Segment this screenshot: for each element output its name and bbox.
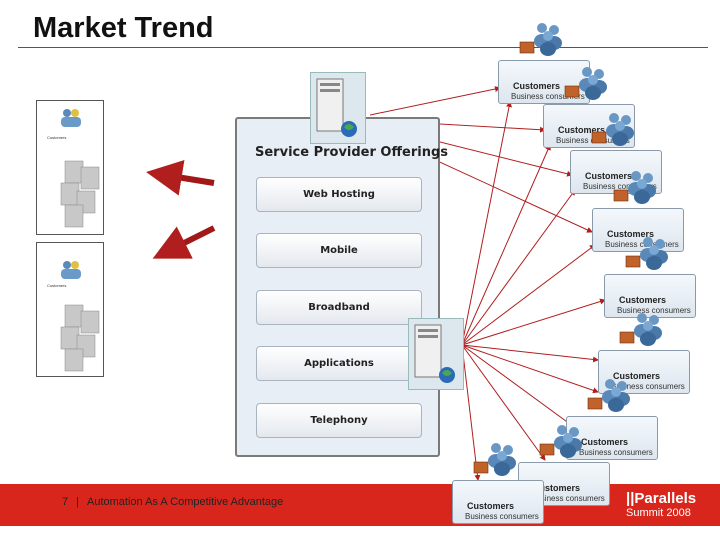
brand-name: ||Parallels xyxy=(626,490,697,507)
people-briefcase-icon xyxy=(519,23,562,56)
offering-applications: Applications xyxy=(256,346,422,381)
customer-card-subtitle: Business consumers xyxy=(611,382,685,391)
server-graphic xyxy=(414,324,455,383)
connector-line xyxy=(461,344,599,363)
customer-card-title: Customers xyxy=(613,371,661,381)
people-briefcase-icon xyxy=(613,171,656,204)
customer-card-subtitle: Business consumers xyxy=(511,92,585,101)
brand-logo: ||Parallels Summit 2008 xyxy=(626,490,696,519)
customer-card: Customers Business consumers xyxy=(452,480,544,524)
customer-card-title: Customers xyxy=(513,81,561,91)
customer-card: Customers Business consumers xyxy=(592,208,684,252)
arrow-left-lower xyxy=(152,225,216,259)
server-icon xyxy=(310,72,366,144)
customer-card: Customers Business consumers xyxy=(598,350,690,394)
arrow-left-upper xyxy=(146,160,215,196)
people-briefcase-icon xyxy=(587,379,630,412)
title-divider xyxy=(18,47,708,48)
page-number: 7 xyxy=(62,496,69,508)
customer-card: Customers Business consumers xyxy=(604,274,696,318)
customer-card-subtitle: Business consumers xyxy=(531,494,605,503)
customer-card-subtitle: Business consumers xyxy=(579,448,653,457)
customer-card-title: Customers xyxy=(558,125,606,135)
customer-card-subtitle: Business consumers xyxy=(465,512,539,521)
customer-card-subtitle: Business consumers xyxy=(617,306,691,315)
offering-mobile: Mobile xyxy=(256,233,422,268)
people-briefcase-icon xyxy=(539,425,582,458)
footer-title: Automation As A Competitive Advantage xyxy=(86,496,284,508)
thumbnail-label: Customers xyxy=(47,135,67,140)
offering-telephony: Telephony xyxy=(256,403,422,438)
customer-card-title: Customers xyxy=(467,501,515,511)
connector-line xyxy=(461,101,512,346)
people-briefcase-icon xyxy=(619,313,662,346)
server-icon xyxy=(408,318,464,390)
panel-title: Service Provider Offerings xyxy=(255,145,448,160)
connector-line xyxy=(461,144,551,346)
customer-thumbnail: Customers xyxy=(36,242,104,377)
thumbnail-label: Customers xyxy=(47,283,67,288)
page-title: Market Trend xyxy=(33,12,214,44)
connector-line xyxy=(461,189,576,346)
customer-card-subtitle: Business consumers xyxy=(583,182,657,191)
customer-card-title: Customers xyxy=(619,295,667,305)
customer-card-title: Customers xyxy=(533,483,581,493)
customer-card-title: Customers xyxy=(607,229,655,239)
people-briefcase-icon xyxy=(625,237,668,270)
connector-line xyxy=(461,344,546,461)
connector-line xyxy=(461,244,596,346)
offering-broadband: Broadband xyxy=(256,290,422,325)
customer-card-title: Customers xyxy=(581,437,629,447)
connector-line xyxy=(369,86,501,116)
people-briefcase-icon xyxy=(591,113,634,146)
brand-subtitle: Summit 2008 xyxy=(626,507,691,519)
people-icon xyxy=(60,261,100,372)
customer-thumbnail: Customers xyxy=(36,100,104,235)
connector-line xyxy=(461,344,599,394)
people-icon xyxy=(60,109,100,228)
connector-line xyxy=(461,344,586,436)
customer-card: Customers Business consumers xyxy=(566,416,658,460)
service-provider-panel xyxy=(235,117,440,457)
customer-card-title: Customers xyxy=(585,171,633,181)
people-briefcase-icon xyxy=(564,67,607,100)
footer-separator: | xyxy=(76,496,79,508)
connector-line xyxy=(461,298,606,346)
footer-caption: 7 | Automation As A Competitive Advantage xyxy=(62,496,283,508)
customer-card-subtitle: Business consumers xyxy=(605,240,679,249)
connector-line xyxy=(461,344,481,481)
server-graphic xyxy=(316,78,357,137)
people-briefcase-icon xyxy=(473,443,516,476)
offering-web-hosting: Web Hosting xyxy=(256,177,422,212)
